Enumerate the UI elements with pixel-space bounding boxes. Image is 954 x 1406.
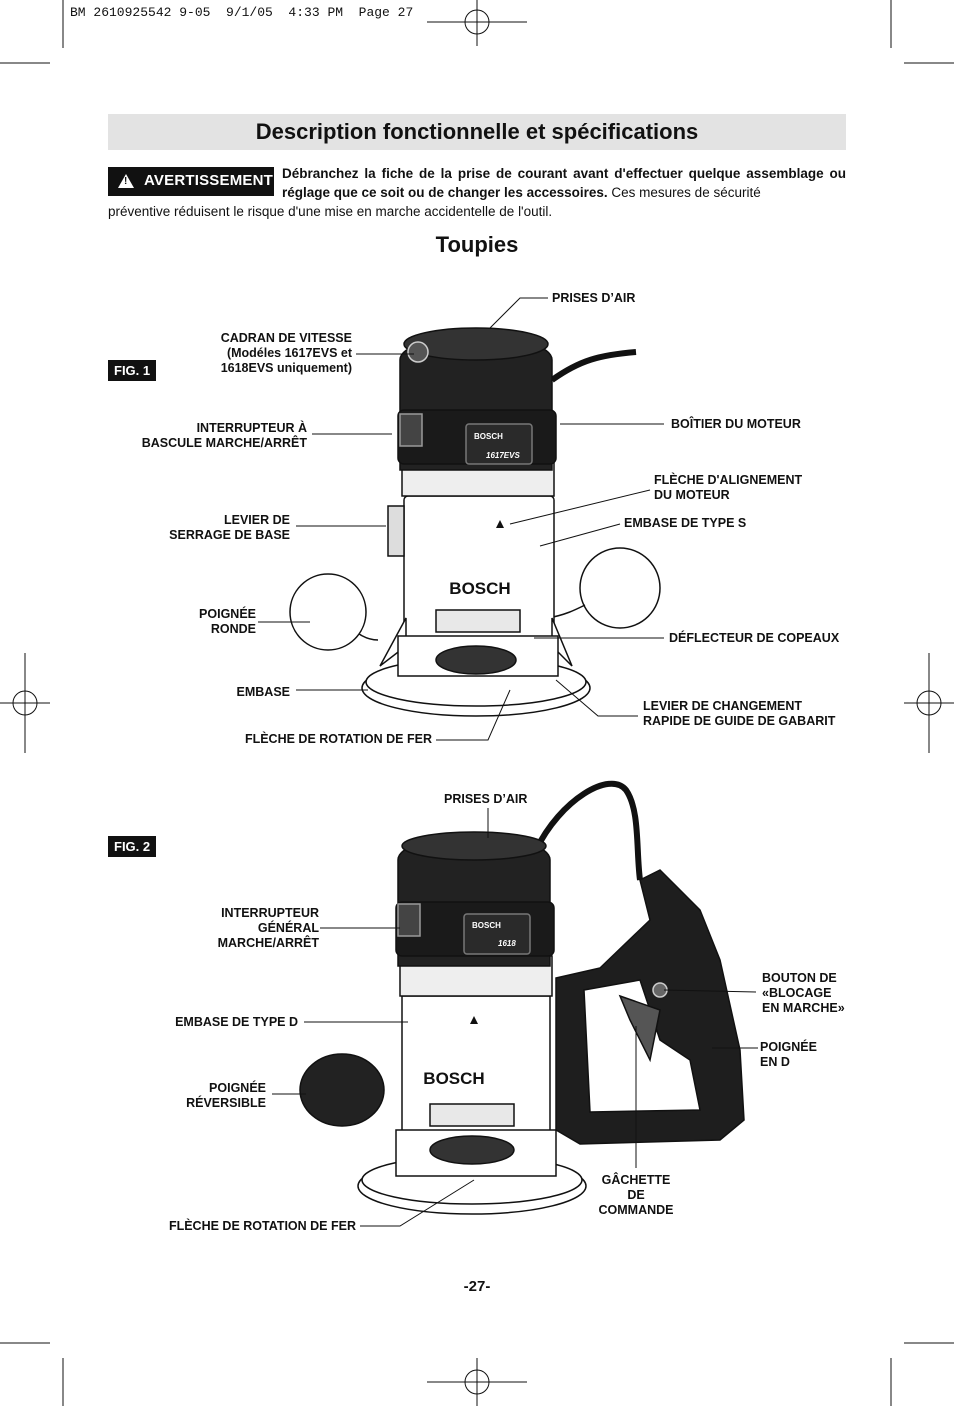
warning-text-a: Ces mesures de sécurité — [607, 185, 761, 200]
fig2-label-bouton-line2: «BLOCAGE — [762, 986, 832, 1000]
fig2-label-poignee-d-line1: POIGNÉE — [760, 1040, 817, 1054]
fig1-label-fleche-alignement-line1: FLÈCHE D'ALIGNEMENT — [654, 473, 803, 487]
fig1-label-deflecteur: DÉFLECTEUR DE COPEAUX — [669, 631, 840, 645]
fig1-label-embase-s: EMBASE DE TYPE S — [624, 516, 747, 530]
router-d-handle-illustration: BOSCH — [299, 780, 745, 1215]
fig1-label-cadran-line3: 1618EVS uniquement) — [220, 361, 352, 375]
warning-badge-label: AVERTISSEMENT — [144, 172, 274, 189]
warning-triangle-icon — [118, 174, 134, 188]
fig2-label-poignee-rev-line2: RÉVERSIBLE — [186, 1096, 266, 1110]
fig1-label-interrupteur: INTERRUPTEUR À BASCULE MARCHE/ARRÊT — [142, 421, 307, 451]
fig1-leader-lines — [258, 297, 664, 741]
registration-mark-right — [904, 653, 954, 753]
fig1-label-levier-serrage: LEVIER DE SERRAGE DE BASE — [169, 513, 290, 543]
title-bar — [108, 114, 846, 150]
fig2-label-poignee-d-line2: EN D — [760, 1055, 790, 1069]
fig2-badge: FIG. 2 — [108, 836, 157, 857]
page-number: -27- — [463, 1278, 491, 1295]
fig1-label-cadran: CADRAN DE VITESSE (Modéles 1617EVS et 16… — [221, 331, 352, 376]
fig2-label-gachette-line3: COMMANDE — [598, 1203, 674, 1217]
fig2-label-poignee-d: POIGNÉE EN D — [760, 1040, 817, 1070]
fig2-label-interrupteur-line2: GÉNÉRAL — [257, 921, 319, 935]
fig1-label-prises-air: PRISES D’AIR — [552, 291, 636, 305]
fig1-label-cadran-line2: (Modéles 1617EVS et — [226, 346, 352, 360]
fig2-label-gachette-line1: GÂCHETTE — [601, 1173, 671, 1187]
router-fixed-base-illustration: BOSCH — [289, 327, 661, 717]
warning-text: Débranchez la fiche de la prise de coura… — [282, 164, 846, 202]
fig2-label-interrupteur: INTERRUPTEUR GÉNÉRAL MARCHE/ARRÊT — [218, 906, 319, 951]
fig2-label-poignee-rev-line1: POIGNÉE — [209, 1081, 266, 1095]
fig2-leader-lines — [272, 808, 758, 1227]
registration-mark-left — [0, 653, 50, 753]
fig1-label-levier-changement-line2: RAPIDE DE GUIDE DE GABARIT — [643, 714, 836, 728]
fig2-label-embase-d: EMBASE DE TYPE D — [175, 1015, 298, 1029]
registration-mark-top — [427, 0, 527, 46]
fig1-label-poignee-ronde-line1: POIGNÉE — [199, 607, 256, 621]
fig2-label-bouton-blocage: BOUTON DE «BLOCAGE EN MARCHE» — [762, 971, 845, 1016]
warning-text-continued: préventive réduisent le risque d'une mis… — [108, 204, 553, 219]
fig1-label-poignee-ronde-line2: RONDE — [210, 622, 256, 636]
fig1-label-embase: EMBASE — [236, 685, 290, 699]
print-header: BM 2610925542 9-05 9/1/05 4:33 PM Page 2… — [70, 5, 414, 20]
fig1-label-cadran-line1: CADRAN DE VITESSE — [220, 331, 352, 345]
fig1-label-fleche-alignement: FLÈCHE D'ALIGNEMENT DU MOTEUR — [654, 473, 802, 503]
fig1-label-interrupteur-line1: INTERRUPTEUR À — [196, 421, 307, 435]
fig1-label-boitier: BOÎTIER DU MOTEUR — [671, 417, 801, 431]
fig2-label-gachette-line2: DE — [627, 1188, 645, 1202]
page-title: Description fonctionnelle et spécificati… — [255, 119, 699, 144]
fig1-label-levier-serrage-line1: LEVIER DE — [224, 513, 290, 527]
fig2-label-prises-air: PRISES D’AIR — [444, 792, 528, 806]
warning-bold-text: Débranchez la fiche de la prise de coura… — [282, 166, 846, 200]
fig1-label-levier-changement: LEVIER DE CHANGEMENT RAPIDE DE GUIDE DE … — [643, 699, 835, 729]
svg-text:BOSCH: BOSCH — [423, 1069, 484, 1088]
fig2-label-bouton-line3: EN MARCHE» — [762, 1001, 845, 1015]
fig2-label-interrupteur-line3: MARCHE/ARRÊT — [217, 936, 319, 950]
fig1-label-levier-serrage-line2: SERRAGE DE BASE — [169, 528, 290, 542]
fig1-label-interrupteur-line2: BASCULE MARCHE/ARRÊT — [141, 436, 307, 450]
warning-badge: AVERTISSEMENT — [108, 167, 274, 196]
fig1-label-levier-changement-line1: LEVIER DE CHANGEMENT — [643, 699, 803, 713]
fig2-label-bouton-line1: BOUTON DE — [762, 971, 837, 985]
fig2-label-gachette: GÂCHETTE DE COMMANDE — [586, 1173, 686, 1218]
svg-text:BOSCH: BOSCH — [449, 579, 510, 598]
section-title: Toupies — [435, 232, 519, 257]
fig1-badge: FIG. 1 — [108, 360, 157, 381]
fig2-label-interrupteur-line1: INTERRUPTEUR — [221, 906, 319, 920]
fig1-label-poignee-ronde: POIGNÉE RONDE — [199, 607, 256, 637]
fig1-label-fleche-rotation: FLÈCHE DE ROTATION DE FER — [244, 732, 432, 746]
fig1-label-fleche-alignement-line2: DU MOTEUR — [654, 488, 730, 502]
fig2-label-fleche-rotation: FLÈCHE DE ROTATION DE FER — [168, 1219, 356, 1233]
fig2-label-poignee-reversible: POIGNÉE RÉVERSIBLE — [186, 1081, 266, 1111]
registration-mark-bottom — [427, 1358, 527, 1406]
